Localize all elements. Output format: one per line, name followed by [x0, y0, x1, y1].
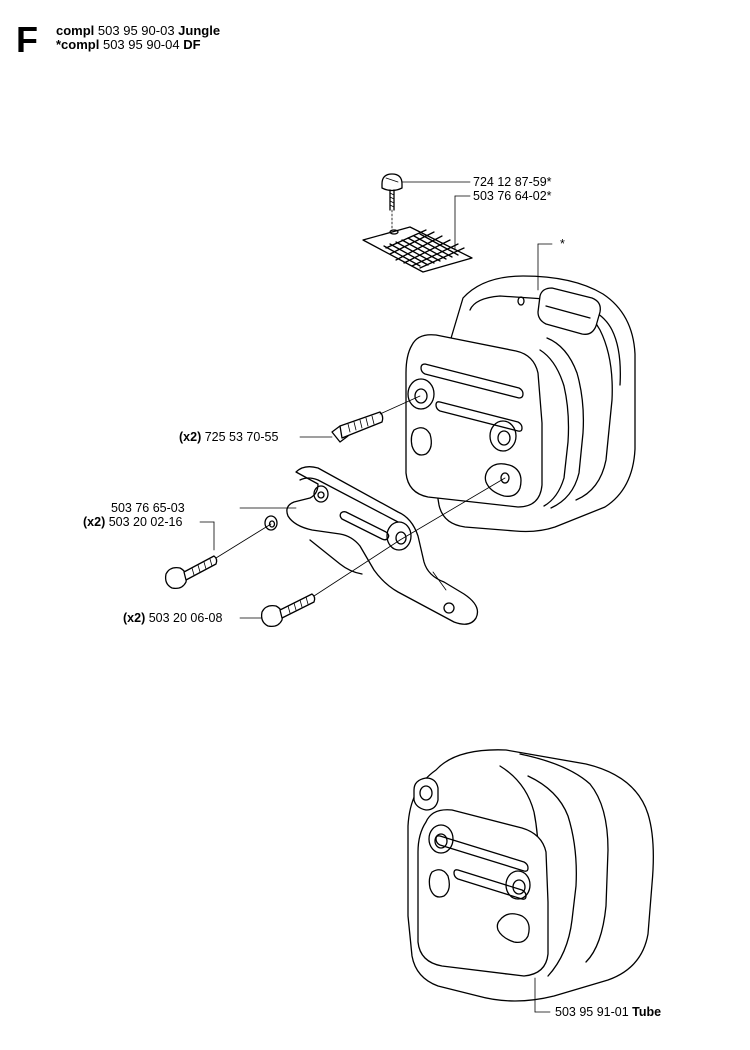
- assembly-header: compl 503 95 90-03 Jungle *compl 503 95 …: [56, 24, 220, 52]
- label-bolt-low: (x2) 503 20 06-08: [123, 611, 222, 625]
- header-prefix-compl: compl: [56, 23, 95, 38]
- label-muffler-mark: *: [560, 237, 565, 251]
- label-bolt-mid-qty: (x2): [83, 515, 106, 529]
- screw-top-drawing: [381, 173, 471, 229]
- decal-drawing: [362, 195, 473, 273]
- label-bracket: 503 76 65-03: [111, 501, 185, 515]
- label-bolt-low-qty: (x2): [123, 611, 146, 625]
- header-number-df: 503 95 90-04: [102, 37, 180, 52]
- label-tube: 503 95 91-01 Tube: [555, 1005, 661, 1019]
- header-number-jungle: 503 95 90-03: [97, 23, 175, 38]
- label-screw-top: 724 12 87-59*: [473, 175, 552, 189]
- bolt-low-drawing: [239, 477, 506, 628]
- label-bolt-upper: (x2) 725 53 70-55: [179, 430, 278, 444]
- bolt-mid-drawing: [164, 521, 272, 590]
- bolt-upper-drawing: [299, 395, 421, 443]
- label-bolt-mid-number: 503 20 02-16: [108, 515, 183, 529]
- label-bolt-mid: (x2) 503 20 02-16: [83, 515, 182, 529]
- muffler-main-drawing: [405, 243, 636, 533]
- section-letter: F: [16, 19, 38, 60]
- header-suffix-jungle: Jungle: [178, 23, 221, 38]
- header-line-df: *compl 503 95 90-04 DF: [56, 38, 220, 52]
- label-bolt-low-number: 503 20 06-08: [148, 611, 223, 625]
- header-prefix-compl-star: *compl: [56, 37, 100, 52]
- label-tube-number: 503 95 91-01: [555, 1005, 629, 1019]
- label-bolt-upper-qty: (x2): [179, 430, 202, 444]
- header-line-jungle: compl 503 95 90-03 Jungle: [56, 24, 220, 38]
- bracket-drawing: [239, 466, 479, 625]
- label-bolt-upper-number: 725 53 70-55: [204, 430, 279, 444]
- header-suffix-df: DF: [183, 37, 201, 52]
- label-decal: 503 76 64-02*: [473, 189, 552, 203]
- muffler-tube-drawing: [407, 749, 654, 1013]
- label-tube-suffix: Tube: [632, 1005, 662, 1019]
